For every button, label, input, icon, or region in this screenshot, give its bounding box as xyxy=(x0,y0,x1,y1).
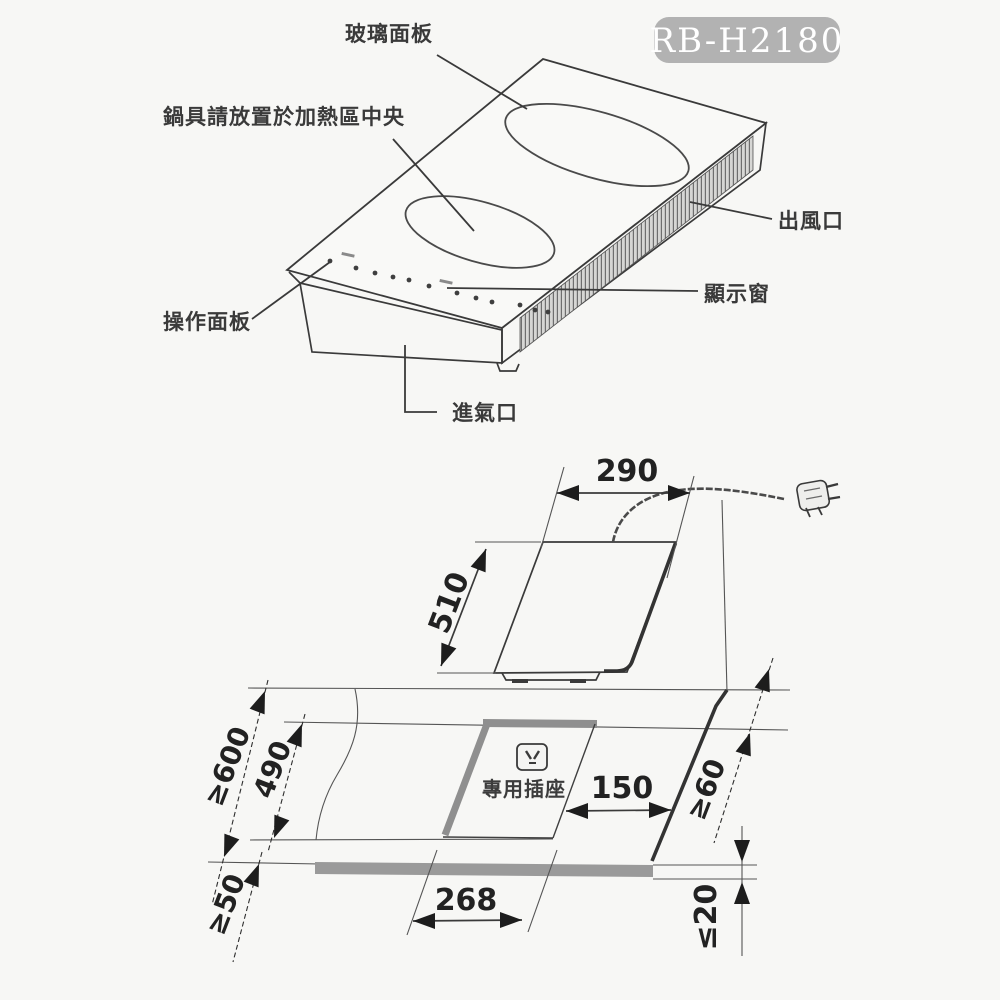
counter-right-edge xyxy=(650,688,729,862)
dim-counter-thickness-max: ≤20 xyxy=(689,826,750,956)
unit-foot xyxy=(496,362,520,372)
cutout-back-edge xyxy=(483,719,597,728)
unit-foot-right xyxy=(570,679,586,683)
label-glass-panel: 玻璃面板 xyxy=(345,22,433,46)
unit-outline xyxy=(492,541,678,674)
leader-display-window xyxy=(446,287,699,292)
counter-front-edge-band xyxy=(315,862,653,877)
unit-foot-left xyxy=(512,679,528,683)
counter-back-line xyxy=(247,687,791,691)
power-plug-icon xyxy=(796,479,841,518)
svg-text:268: 268 xyxy=(435,883,498,918)
dim-unit-width: 290 xyxy=(540,454,695,579)
svg-text:290: 290 xyxy=(596,454,659,489)
counter-break-curve xyxy=(315,688,359,841)
leader-control-panel xyxy=(251,261,331,320)
right-wall-line xyxy=(721,499,728,693)
unit-right-edge-thick xyxy=(604,542,678,673)
socket-icon xyxy=(516,743,548,771)
power-cord xyxy=(611,487,785,543)
label-display-window: 顯示窗 xyxy=(704,282,770,306)
cutout-front-extension-line xyxy=(249,838,554,841)
leader-cookware-note xyxy=(392,138,475,232)
leader-air-outlet xyxy=(689,201,773,220)
burner-ring-large xyxy=(504,102,690,188)
product-isometric-view: 玻璃面板 鍋具請放置於加熱區中央 出風口 顯示窗 操作面板 進氣口 RB-H21… xyxy=(163,17,845,425)
unit-base-tray xyxy=(501,671,601,681)
label-air-inlet: 進氣口 xyxy=(452,401,518,425)
dim-socket-clearance: 150 xyxy=(565,771,672,819)
counter-front-top-line xyxy=(207,861,321,865)
vent-hatch xyxy=(519,135,754,353)
dim-cutout-width: 268 xyxy=(406,849,558,936)
unit-left-corner-edge xyxy=(288,271,302,285)
label-air-outlet: 出風口 xyxy=(778,209,844,233)
control-panel-buttons xyxy=(327,252,551,315)
cutout-right-edge xyxy=(552,723,596,839)
cutout-left-edge xyxy=(441,722,491,837)
label-control-panel: 操作面板 xyxy=(163,310,251,334)
model-badge-text: RB-H2180 xyxy=(650,21,845,61)
cutout-opening xyxy=(441,719,597,839)
leader-air-inlet xyxy=(404,345,437,413)
glass-panel-shape xyxy=(285,58,768,329)
cutout-front-edge xyxy=(442,836,554,839)
socket-label: 專用插座 xyxy=(482,777,566,801)
leader-glass-panel xyxy=(436,54,528,110)
burner-ring-small xyxy=(404,195,556,269)
model-badge: RB-H2180 xyxy=(650,17,845,63)
label-cookware-note: 鍋具請放置於加熱區中央 xyxy=(163,105,405,129)
model-badge-background xyxy=(654,17,840,63)
svg-text:≤20: ≤20 xyxy=(689,884,724,951)
svg-text:150: 150 xyxy=(591,771,654,806)
